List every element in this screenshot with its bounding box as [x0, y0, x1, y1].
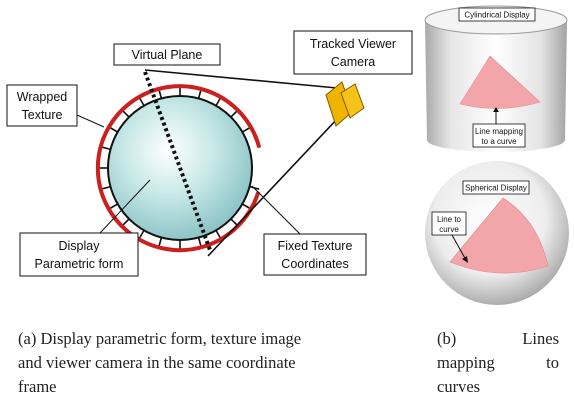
frustum-line-bottom	[207, 117, 339, 257]
virtual-plane-box	[113, 43, 221, 66]
sphere-title-box	[462, 180, 530, 195]
caption-b-word-3: mapping	[437, 353, 495, 372]
cylinder-patch	[459, 55, 541, 109]
sphere-title: Spherical Display	[465, 184, 527, 193]
caption-a: (a) Display parametric form, texture ima…	[18, 327, 408, 399]
cylinder-note-2: to a curve	[481, 137, 517, 146]
fixed-coords-label-1: Fixed Texture	[278, 239, 353, 253]
caption-b: (b) Lines mapping to curves	[437, 327, 559, 399]
caption-a-line-2: and viewer camera in the same coordinate	[18, 353, 296, 372]
tracked-camera-box	[293, 30, 413, 75]
cylinder-note-1: Line mapping	[475, 127, 523, 136]
display-form-leader	[99, 179, 151, 234]
fixed-coords-leader	[251, 185, 301, 235]
sphere-note-box	[431, 211, 467, 236]
wrapped-texture-arc	[95, 84, 261, 253]
caption-b-word-2: Lines	[522, 329, 559, 348]
display-form-box	[19, 232, 139, 277]
display-form-label-2: Parametric form	[35, 257, 124, 271]
caption-a-line-1: (a) Display parametric form, texture ima…	[18, 329, 302, 348]
wrapped-texture-label-1: Wrapped	[17, 90, 68, 104]
cylinder-note-arrowhead	[493, 107, 499, 112]
caption-a-line-3: frame	[18, 377, 57, 396]
sphere-note-arrow	[451, 234, 467, 261]
cylinder-note-box	[472, 123, 526, 148]
tracked-camera-label-2: Camera	[331, 55, 376, 69]
display-form-label-1: Display	[59, 239, 101, 253]
sphere-note-2: curve	[439, 225, 459, 234]
tracked-camera-label-1: Tracked Viewer	[310, 37, 396, 51]
virtual-plane-line	[143, 71, 212, 251]
fixed-coords-label-2: Coordinates	[281, 257, 348, 271]
caption-b-line-1: (b) Lines	[437, 327, 559, 351]
spherical-display-render: Spherical Display Line to curve	[425, 161, 569, 305]
wrapped-texture-box	[6, 84, 78, 127]
cylinder-title: Cylindrical Display	[464, 11, 529, 20]
cylinder-title-box	[458, 7, 536, 22]
wrapped-texture-label-2: Texture	[22, 108, 63, 122]
camera-icon	[325, 81, 365, 127]
caption-b-word-1: (b)	[437, 329, 457, 348]
frustum-line-top	[144, 69, 338, 89]
cylindrical-display-render: Cylindrical Display Line mapping to a cu…	[424, 5, 568, 152]
virtual-plane-label: Virtual Plane	[132, 48, 203, 62]
wrapped-texture-leader	[76, 114, 105, 128]
sphere-note-1: Line to	[437, 215, 462, 224]
diagram-a: Virtual Plane Tracked Viewer Camera Wrap…	[6, 30, 413, 277]
caption-b-line-3: curves	[437, 377, 481, 396]
caption-b-line-2: mapping to	[437, 351, 559, 375]
fixed-coords-box	[263, 233, 367, 276]
caption-b-word-4: to	[546, 353, 559, 372]
sphere-note-arrowhead	[462, 256, 468, 263]
sphere-patch	[449, 197, 549, 274]
